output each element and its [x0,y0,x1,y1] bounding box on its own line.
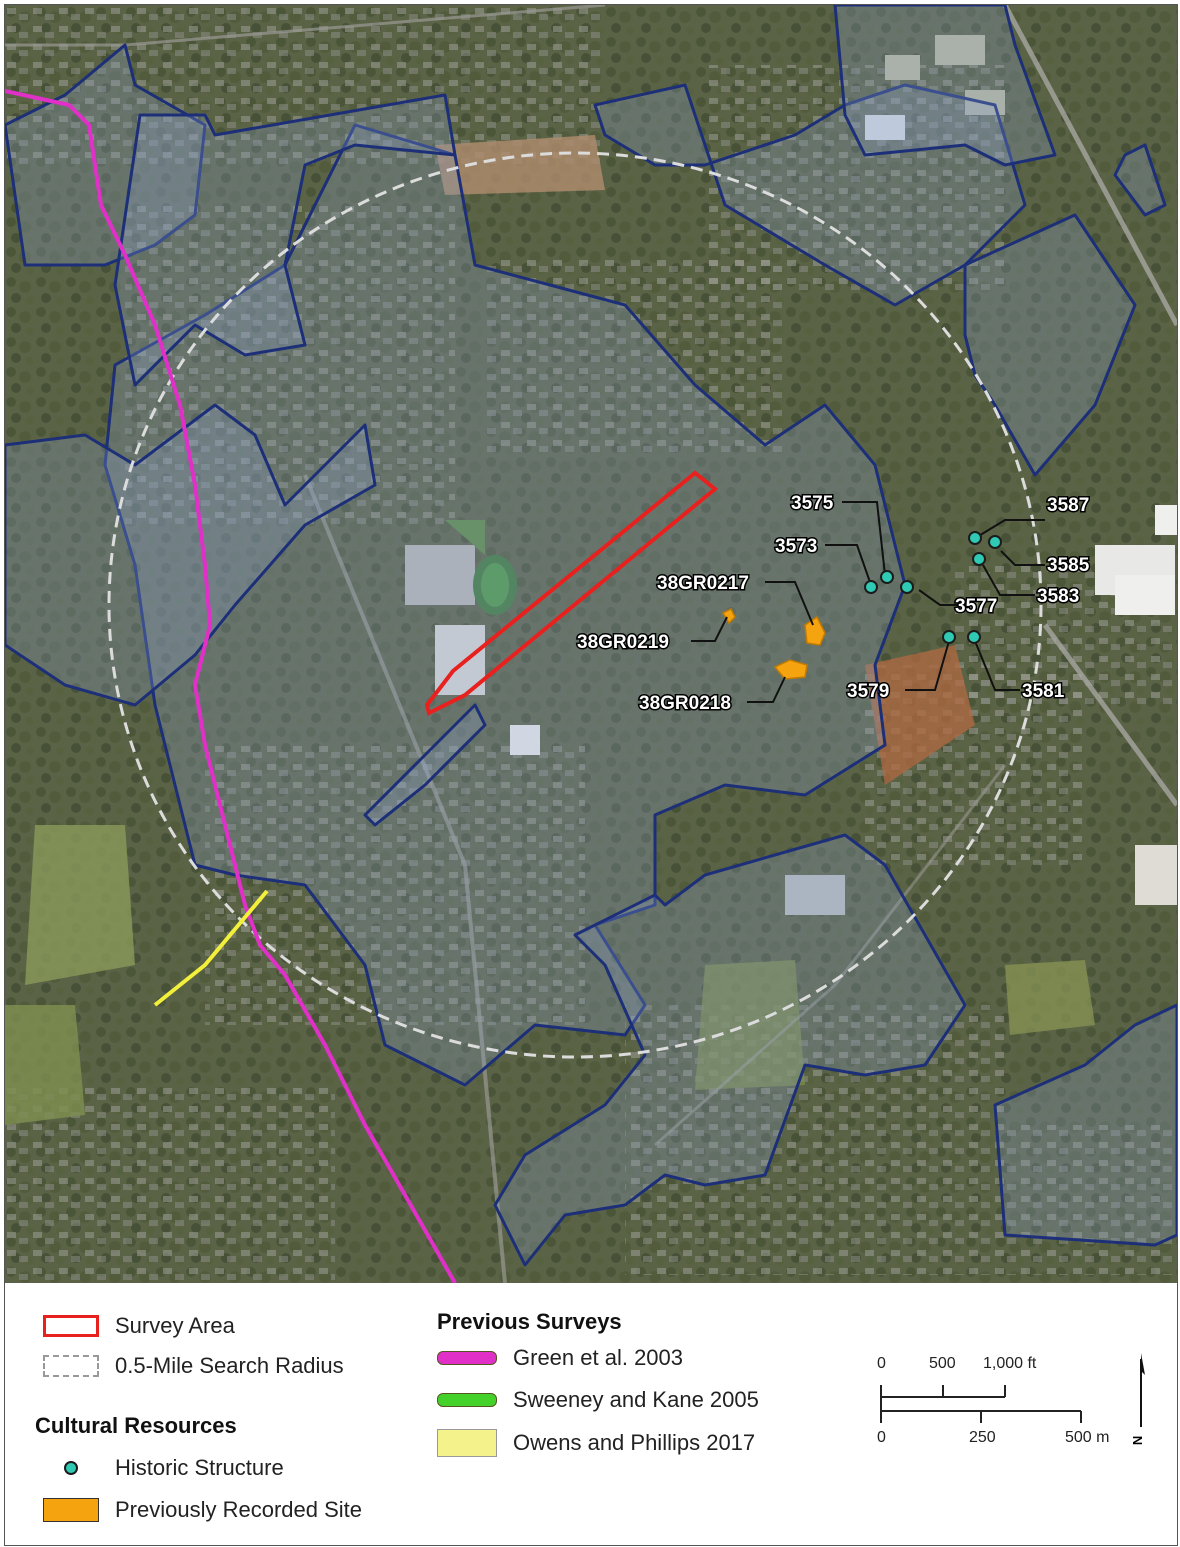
structure-3575-marker[interactable] [880,570,894,584]
survey-polygon-ne-corner [1113,143,1167,217]
survey-area-polygon[interactable] [424,470,719,716]
legend-survey-area-label: Survey Area [115,1313,235,1338]
owens-2017-line [153,889,269,1007]
legend-green-2003-label: Green et al. 2003 [513,1345,684,1370]
label-38GR0217: 38GR0217 [657,573,749,594]
legend-green-2003: Green et al. 2003 [437,1345,683,1371]
label-3581: 3581 [1022,681,1065,702]
survey-area-swatch [43,1315,99,1337]
recorded-site-swatch [43,1498,99,1522]
scale-bar: 0 500 1,000 ft 0 250 500 m [875,1355,1135,1465]
scale-m-500: 500 m [1065,1429,1110,1446]
structure-3581-marker[interactable] [967,630,981,644]
survey-polygon-sliver [363,703,487,827]
legend-sweeney-2005: Sweeney and Kane 2005 [437,1387,759,1413]
historic-structure-swatch [43,1457,99,1479]
label-3585: 3585 [1047,555,1090,576]
label-3573: 3573 [775,536,817,557]
structure-3585-marker[interactable] [988,535,1002,549]
legend-panel: Survey Area 0.5-Mile Search Radius Cultu… [4,1283,1178,1546]
legend-search-radius: 0.5-Mile Search Radius [43,1353,344,1379]
owens-2017-swatch [437,1429,497,1457]
survey-polygon-west [5,403,377,707]
site-38GR0217-polygon[interactable] [804,615,826,646]
label-3575: 3575 [791,493,834,514]
legend-cultural-resources-heading: Cultural Resources [35,1413,237,1438]
legend-owens-2017: Owens and Phillips 2017 [437,1429,755,1457]
survey-polygon-ne-strip [593,83,1027,307]
scale-ft-0: 0 [877,1355,886,1372]
survey-polygon-sw [493,833,967,1267]
green-2003-swatch [437,1351,497,1365]
north-arrow: N [1129,1349,1153,1459]
previous-survey-polygons [5,5,1177,1267]
structure-3583-marker[interactable] [972,552,986,566]
search-radius-swatch [43,1355,99,1377]
leader-lines [691,501,1045,703]
label-3583: 3583 [1037,586,1079,607]
legend-survey-area: Survey Area [43,1313,235,1339]
north-arrow-icon [1140,1353,1145,1427]
label-3587: 3587 [1047,495,1089,516]
label-3577: 3577 [955,596,997,617]
survey-polygon-se [993,1003,1177,1247]
map-canvas[interactable]: 3575 3573 3577 3587 3585 3583 3579 3581 … [5,5,1177,1283]
map-frame[interactable]: 3575 3573 3577 3587 3585 3583 3579 3581 … [4,4,1178,1284]
site-38GR0219-polygon[interactable] [721,607,736,625]
green-2003-line [5,89,457,1283]
legend-search-radius-label: 0.5-Mile Search Radius [115,1353,344,1378]
survey-polygon-north [113,93,457,387]
structure-3573-marker[interactable] [864,580,878,594]
scale-bar-graphic [880,1385,1082,1423]
recorded-sites [721,607,826,680]
scale-m-0: 0 [877,1429,886,1446]
north-label: N [1130,1435,1146,1446]
legend-sweeney-2005-label: Sweeney and Kane 2005 [513,1387,759,1412]
legend-owens-2017-label: Owens and Phillips 2017 [513,1430,756,1455]
structure-3577-marker[interactable] [900,580,914,594]
search-radius-circle [107,151,1043,1059]
legend-historic-structure: Historic Structure [43,1455,284,1481]
site-38GR0218-polygon[interactable] [773,659,808,680]
survey-polygon-main [103,123,907,1087]
scale-ft-500: 500 [929,1355,956,1372]
scale-m-250: 250 [969,1429,996,1446]
legend-previous-surveys-heading: Previous Surveys [437,1309,622,1334]
label-38GR0219: 38GR0219 [577,632,669,653]
survey-polygon-apartments [833,5,1057,167]
scale-ft-1000: 1,000 ft [983,1355,1037,1372]
survey-polygon-east [963,213,1137,477]
legend-historic-structure-label: Historic Structure [115,1455,284,1480]
historic-structures [864,531,1002,644]
map-labels: 3575 3573 3577 3587 3585 3583 3579 3581 … [576,492,1092,716]
structure-3587-marker[interactable] [968,531,982,545]
label-3579: 3579 [847,681,889,702]
structure-3579-marker[interactable] [942,630,956,644]
label-38GR0218: 38GR0218 [639,693,731,714]
legend-recorded-site: Previously Recorded Site [43,1497,362,1523]
legend-recorded-site-label: Previously Recorded Site [115,1497,363,1522]
aerial-imagery [5,5,1177,1283]
sweeney-2005-swatch [437,1393,497,1407]
